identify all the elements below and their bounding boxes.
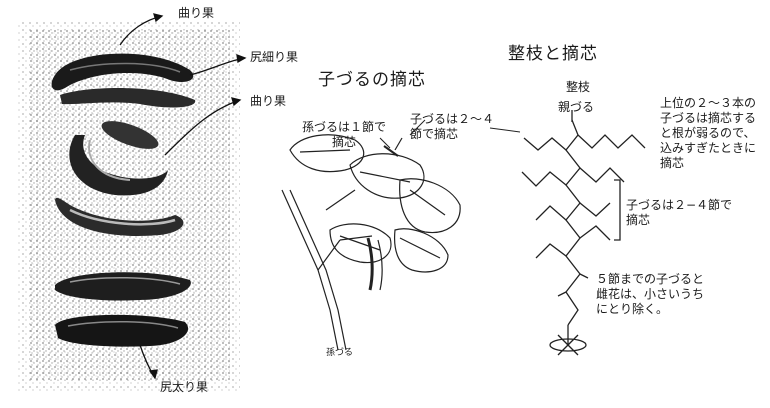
right-title: 整枝と摘芯 [508,44,598,64]
cucumber-photo [18,20,240,392]
label-grandchild-vine: 孫づる [326,348,354,358]
middle-leader-lines [379,119,521,149]
note-remove-lower: ５節までの子づると雌花は、小さいうちにとり除く。 [596,272,705,316]
pruning-diagram [521,110,646,356]
label-parent-vine: 親づる [558,100,595,114]
label-thin-tail-fruit: 尻細り果 [250,50,299,64]
label-curved-fruit-2: 曲り果 [250,94,287,108]
middle-title: 子づるの摘芯 [318,70,426,90]
note-child-vine: 子づるは２〜４節で摘芯 [410,112,495,141]
left-leader-lines [119,13,247,380]
note-upper-vines: 上位の２〜３本の子づるは摘芯すると根が弱るので、込みすぎたときに摘芯 [660,96,757,170]
note-child-vine-nodes: 子づるは２−４節で摘芯 [626,198,733,227]
label-curved-fruit-1: 曲り果 [178,6,215,20]
label-fat-tail-fruit: 尻太り果 [160,380,209,394]
label-pruning: 整枝 [566,80,591,94]
vine-sketch [281,134,461,351]
note-grandchild-vine: 孫づるは１節で摘芯 [301,120,386,149]
